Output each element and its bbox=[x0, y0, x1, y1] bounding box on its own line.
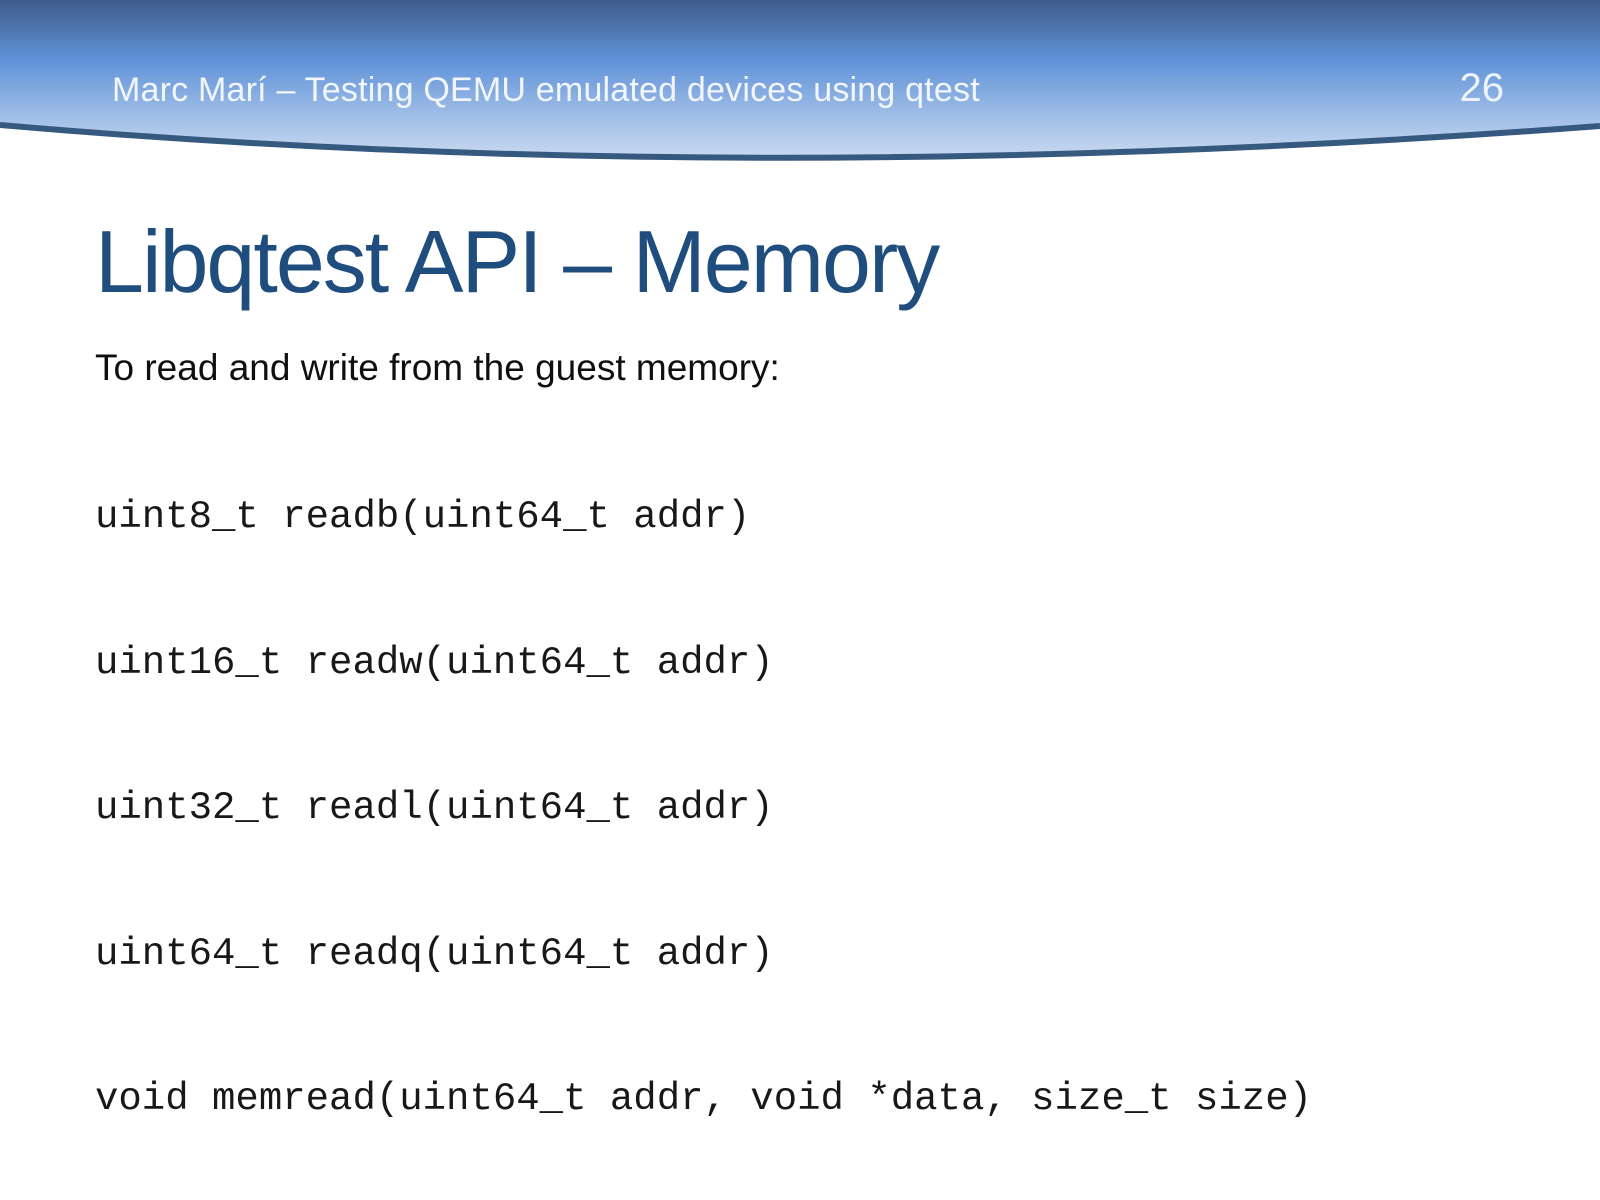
header-bar: Marc Marí – Testing QEMU emulated device… bbox=[112, 66, 1504, 111]
header-gradient-fill bbox=[0, 0, 1600, 158]
code-line: void memread(uint64_t addr, void *data, … bbox=[95, 1077, 1312, 1121]
header-wave-line bbox=[0, 122, 1600, 161]
code-block: uint8_t readb(uint64_t addr) uint16_t re… bbox=[95, 396, 1476, 1200]
code-line: uint64_t readq(uint64_t addr) bbox=[95, 931, 774, 976]
code-line: uint8_t readb(uint64_t addr) bbox=[95, 495, 751, 539]
header-wave-graphic bbox=[0, 0, 1600, 161]
page-number: 26 bbox=[1459, 66, 1505, 110]
code-line: uint32_t readl(uint64_t addr) bbox=[95, 786, 774, 830]
slide-title: Libqtest API – Memory bbox=[95, 212, 940, 311]
intro-text: To read and write from the guest memory: bbox=[95, 347, 780, 388]
header-title: Marc Marí – Testing QEMU emulated device… bbox=[112, 71, 980, 109]
code-line: uint16_t readw(uint64_t addr) bbox=[95, 640, 774, 685]
